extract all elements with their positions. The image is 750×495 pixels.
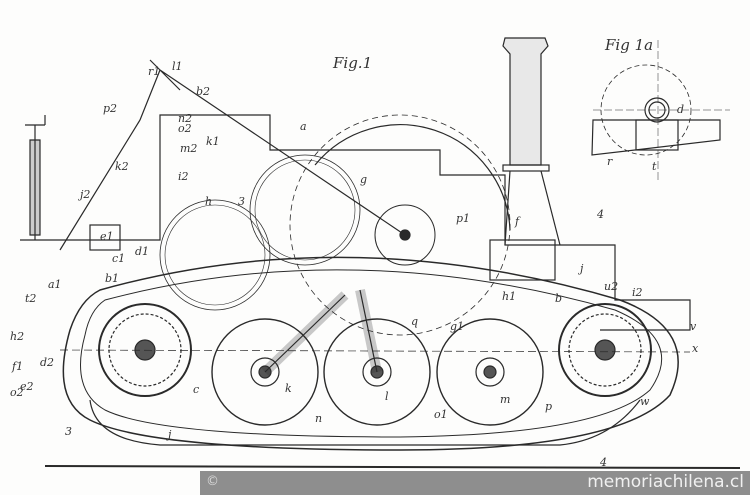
reference-label: g1 — [450, 320, 464, 333]
reference-label: 4 — [596, 208, 604, 221]
reference-label: p — [545, 400, 552, 413]
reference-label: l1 — [172, 60, 183, 73]
body-outline — [20, 114, 691, 331]
reference-label: j — [577, 262, 584, 275]
reference-label: o2 — [178, 122, 192, 135]
reference-label: o2 — [10, 386, 24, 399]
track-inner — [80, 269, 663, 438]
fig-1-title: Fig.1 — [332, 54, 372, 72]
reference-label: 3 — [238, 195, 245, 208]
chimney — [502, 37, 549, 166]
reference-label: p2 — [103, 102, 117, 115]
reference-label: t — [652, 160, 657, 173]
reference-label: h2 — [10, 330, 24, 343]
reference-label: n — [315, 412, 322, 425]
ground-line — [44, 465, 741, 469]
chimney-collar — [502, 164, 550, 172]
gear-p1 — [374, 204, 436, 266]
reference-label: b — [555, 292, 562, 305]
reference-label: m2 — [180, 142, 197, 155]
reference-label: l — [385, 390, 389, 403]
road-wheel-m — [436, 318, 544, 426]
reference-label: h — [205, 195, 212, 208]
reference-label: m — [500, 393, 510, 406]
reference-label: 4 — [599, 456, 607, 469]
reference-label: d1 — [135, 245, 149, 258]
reference-label: n2 — [178, 112, 192, 125]
jack-stand — [25, 124, 45, 240]
reference-label: b1 — [105, 272, 119, 285]
reference-label: c1 — [112, 252, 125, 265]
flywheel-outline — [314, 124, 511, 231]
reference-label: t2 — [25, 292, 36, 305]
reference-label: a1 — [48, 278, 62, 291]
gear-h — [159, 199, 271, 311]
reference-label: u2 — [604, 280, 618, 293]
reference-label: v — [690, 320, 697, 333]
box-e1 — [89, 224, 121, 251]
copyright-icon: © — [206, 474, 219, 489]
flywheel-dashed — [289, 114, 511, 336]
reference-label: j2 — [77, 188, 90, 201]
fig1a-wheel — [600, 64, 692, 156]
reference-label: j — [165, 428, 172, 441]
reference-label: f — [514, 215, 521, 228]
fig-1a-title: Fig 1a — [604, 36, 653, 54]
watermark-site: memoriachilena.cl — [587, 472, 744, 492]
reference-label: q — [411, 315, 418, 328]
reference-label: r1 — [148, 65, 160, 78]
reference-label: w — [640, 395, 650, 408]
reference-label: f1 — [11, 360, 23, 373]
reference-label: e2 — [20, 380, 34, 393]
box-f — [489, 239, 556, 281]
reference-label: h1 — [502, 290, 516, 303]
reference-label: r — [607, 155, 613, 168]
reference-label: k — [285, 382, 292, 395]
reference-label: b2 — [196, 85, 210, 98]
reference-label: e1 — [100, 230, 114, 243]
track-outline — [62, 256, 679, 451]
reference-label: a — [300, 120, 307, 133]
reference-label: p1 — [456, 212, 470, 225]
road-wheel-l — [323, 318, 431, 426]
reference-label: d — [677, 103, 684, 116]
reference-label: 3 — [65, 425, 72, 438]
reference-label: i2 — [632, 286, 643, 299]
watermark-bar: © memoriachilena.cl — [200, 471, 750, 495]
road-wheel-k — [211, 318, 319, 426]
reference-label: d2 — [40, 356, 54, 369]
reference-label: c — [193, 383, 199, 396]
gear-g — [249, 154, 361, 266]
idler-sprocket-right — [558, 303, 652, 397]
reference-label: k2 — [115, 160, 129, 173]
reference-label: g — [360, 173, 367, 186]
reference-label: k1 — [206, 135, 220, 148]
reference-label: x — [692, 342, 699, 355]
reference-label: i2 — [178, 170, 189, 183]
reference-label: o1 — [434, 408, 448, 421]
